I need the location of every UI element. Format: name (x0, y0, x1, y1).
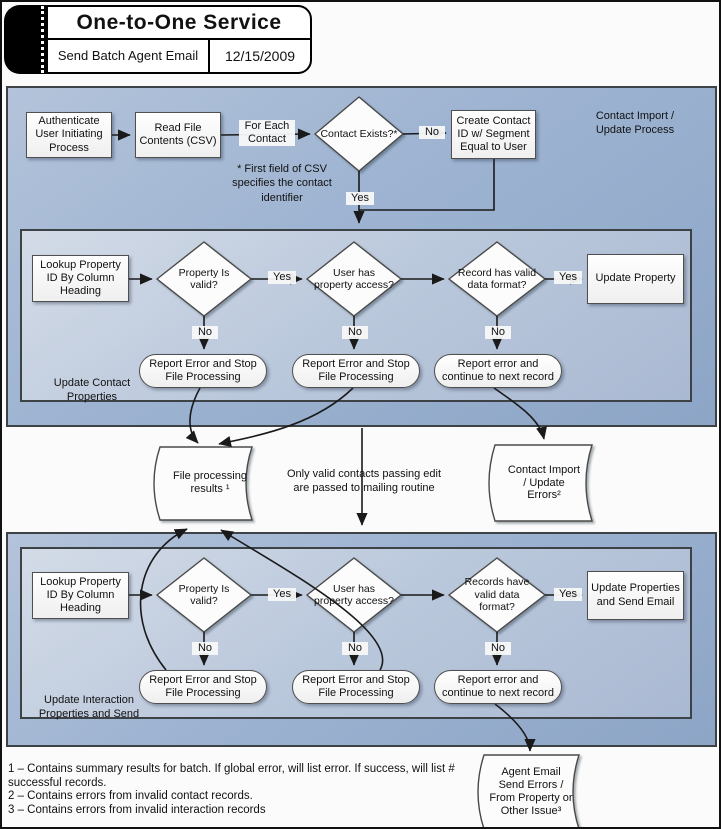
label-file-processing-results: File processing results ¹ (173, 470, 247, 495)
tag-no-access-1: No (342, 326, 368, 339)
label-user-access-2: User has property access? (314, 582, 394, 607)
node-read-file: Read File Contents (CSV) (135, 112, 221, 158)
tag-yes-valid-2: Yes (268, 588, 296, 601)
page-subtitle: Send Batch Agent Email (48, 40, 210, 72)
tag-yes-exists: Yes (346, 192, 374, 205)
node-authenticate: Authenticate User Initiating Process (26, 112, 112, 158)
page-title: One-to-One Service (48, 7, 310, 40)
node-report-stop-1b: Report Error and Stop File Processing (292, 354, 420, 388)
node-report-stop-2a: Report Error and Stop File Processing (139, 670, 267, 704)
label-user-access-1: User has property access? (314, 266, 394, 291)
label-record-valid-1: Record has valid data format? (457, 266, 537, 291)
tag-yes-records-2: Yes (554, 588, 582, 601)
node-report-continue-2: Report error and continue to next record (434, 670, 562, 704)
tag-no-record-1: No (485, 326, 511, 339)
tag-yes-valid-1: Yes (268, 271, 296, 284)
label-update-interaction-properties: Update Interaction Properties and Send (38, 694, 140, 720)
node-update-property: Update Property (587, 254, 684, 304)
label-csv-footnote: * First field of CSV specifies the conta… (232, 163, 332, 204)
footnotes: 1 – Contains summary results for batch. … (8, 763, 478, 817)
label-property-valid-2: Property Is valid? (178, 582, 230, 607)
label-contact-exists: Contact Exists?* (320, 127, 398, 140)
title-block-tab (4, 5, 46, 74)
tag-yes-record-1: Yes (554, 271, 582, 284)
page-date: 12/15/2009 (224, 48, 296, 64)
node-create-contact: Create Contact ID w/ Segment Equal to Us… (451, 110, 536, 159)
node-lookup-property-2: Lookup Property ID By Column Heading (32, 572, 129, 619)
footnote-3: 3 – Contains errors from invalid interac… (8, 803, 266, 816)
title-block-dotted-divider (38, 6, 44, 73)
label-for-each-contact: For Each Contact (239, 120, 295, 146)
tag-no-records-2: No (485, 642, 511, 655)
tag-no-valid-1: No (192, 326, 218, 339)
footnote-2: 2 – Contains errors from invalid contact… (8, 790, 253, 803)
footnote-1: 1 – Contains summary results for batch. … (8, 763, 455, 789)
label-valid-contacts-note: Only valid contacts passing edit are pas… (286, 468, 442, 495)
label-section-contact-import: Contact Import / Update Process (595, 110, 675, 136)
title-block: One-to-One Service Send Batch Agent Emai… (46, 5, 312, 74)
tag-no-valid-2: No (192, 642, 218, 655)
label-property-valid-1: Property Is valid? (178, 266, 230, 291)
node-update-send-email: Update Properties and Send Email (587, 571, 684, 620)
label-update-contact-properties: Update Contact Properties (53, 377, 131, 403)
label-records-valid-2: Records have valid data format? (464, 576, 530, 614)
tag-no-access-2: No (342, 642, 368, 655)
node-report-continue-1: Report error and continue to next record (434, 354, 562, 388)
node-report-stop-1a: Report Error and Stop File Processing (139, 354, 267, 388)
node-report-stop-2b: Report Error and Stop File Processing (292, 670, 420, 704)
label-contact-import-errors: Contact Import / Update Errors² (507, 463, 581, 502)
tag-no-exists: No (419, 126, 445, 139)
node-lookup-property-1: Lookup Property ID By Column Heading (32, 255, 129, 302)
label-agent-email-errors: Agent Email Send Errors / From Property … (489, 766, 573, 817)
